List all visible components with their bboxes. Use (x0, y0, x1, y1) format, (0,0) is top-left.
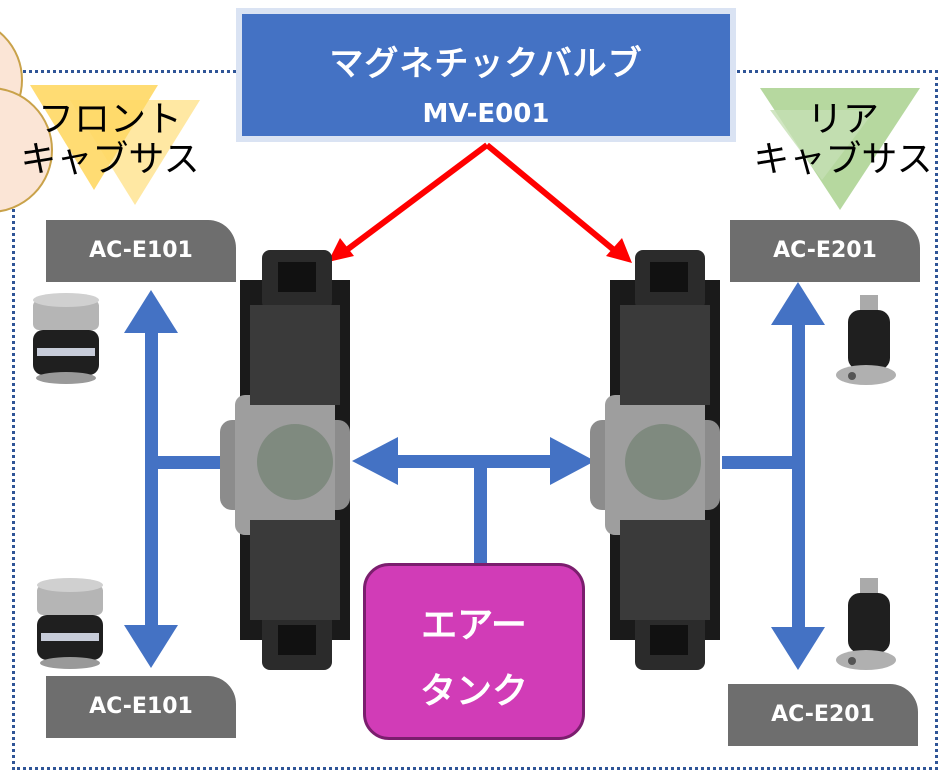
arrowhead-left-center (352, 437, 398, 485)
arrowhead-up-left (124, 290, 178, 333)
front-suspension-bottom-image (37, 578, 103, 669)
left-valve-image (220, 250, 350, 670)
tag-front-bottom: AC-E101 (46, 676, 236, 738)
rear-suspension-bottom-image (836, 578, 896, 670)
right-valve-image (590, 250, 720, 670)
right-horizontal-connector (722, 456, 802, 469)
rear-suspension-top-image (836, 295, 896, 385)
left-vertical-shaft (145, 330, 158, 630)
red-arrow-left (338, 142, 489, 258)
beige-circle (0, 87, 53, 213)
center-horizontal-shaft (395, 455, 555, 468)
rear-label-line2: キャブサス (753, 139, 933, 180)
front-cab-suspension-label: フロント キャブサス (0, 100, 220, 180)
front-label-line1: フロント (37, 99, 182, 140)
tag-rear-bottom: AC-E201 (728, 684, 918, 746)
magnetic-valve-box: マグネチックバルブ MV-E001 (236, 8, 736, 142)
front-triangle (70, 100, 200, 205)
tank-line2: タンク (419, 671, 528, 712)
rear-cab-suspension-label: リア キャブサス (745, 100, 941, 180)
red-arrowhead-left (328, 238, 354, 262)
tank-line1: エアー (421, 605, 527, 646)
valve-model: MV-E001 (422, 99, 550, 129)
arrowhead-up-right (771, 282, 825, 325)
air-tank-box: エアー タンク (363, 563, 585, 740)
arrowhead-down-right (771, 627, 825, 670)
tag-front-top: AC-E101 (46, 220, 236, 282)
rear-triangle (770, 110, 875, 180)
front-label-line2: キャブサス (20, 139, 200, 180)
tag-rear-top: AC-E201 (730, 220, 920, 282)
tank-connector (474, 462, 487, 566)
valve-title: マグネチックバルブ (329, 44, 643, 84)
left-horizontal-connector (150, 456, 225, 469)
arrowhead-down-left (124, 625, 178, 668)
arrowhead-right-center (550, 437, 595, 485)
front-suspension-top-image (33, 293, 99, 384)
red-arrow-right (485, 142, 622, 258)
right-vertical-shaft (792, 325, 805, 630)
red-arrowhead-right (606, 238, 632, 263)
rear-label-line1: リア (806, 99, 879, 140)
